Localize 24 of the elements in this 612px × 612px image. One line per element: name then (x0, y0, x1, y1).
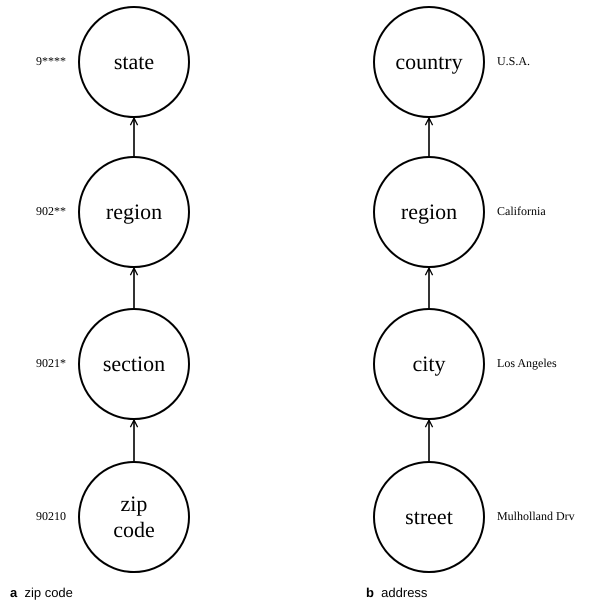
arrow (130, 419, 138, 461)
arrow (424, 267, 434, 308)
value-label: 90210 (36, 509, 66, 523)
panel-caption: b address (366, 584, 428, 602)
arrow (424, 419, 434, 461)
arrow (130, 117, 138, 156)
value-label: California (497, 204, 546, 218)
value-label: 902** (36, 204, 66, 218)
value-label: U.S.A. (497, 54, 530, 68)
arrow (130, 267, 138, 308)
value-label: Los Angeles (497, 356, 557, 370)
node-label: region (400, 199, 458, 225)
node-label: section (102, 351, 166, 377)
node-label: street (405, 504, 453, 530)
node-label: city (412, 351, 446, 377)
panel-caption: a zip code (10, 584, 73, 602)
value-label: Mulholland Drv (497, 509, 575, 523)
node-label: country (395, 49, 463, 75)
arrow (424, 117, 434, 156)
node-label: zip code (112, 491, 156, 543)
value-label: 9**** (36, 54, 66, 68)
node-label: state (114, 49, 154, 75)
value-label: 9021* (36, 356, 66, 370)
node-label: region (106, 199, 162, 225)
